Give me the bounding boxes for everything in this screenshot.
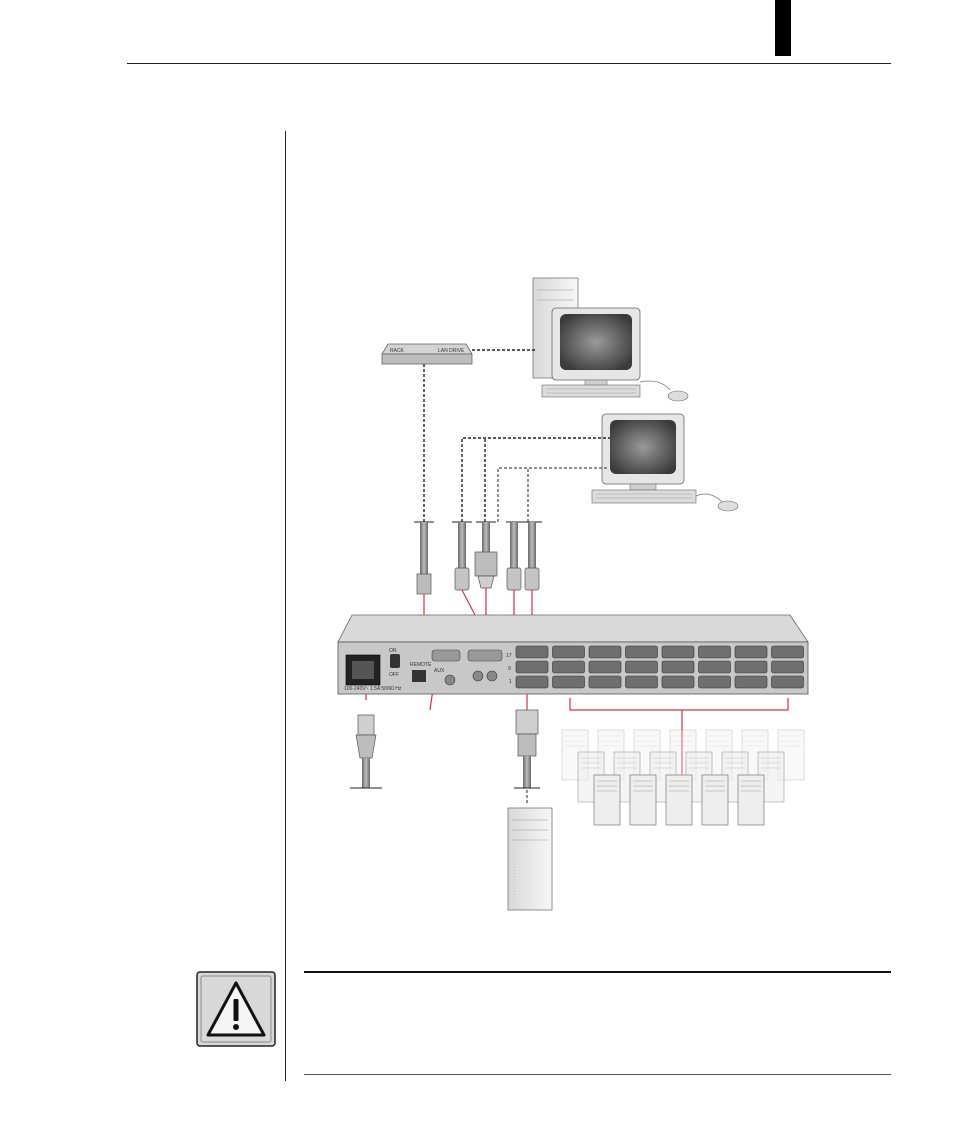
power-on-label: ON: [389, 648, 397, 654]
server-link-cable: [514, 710, 540, 805]
farm-server: [666, 775, 692, 825]
server-port: [626, 676, 658, 688]
server-port: [662, 676, 694, 688]
bank-label-17: 17: [506, 653, 512, 659]
farm-server: [594, 775, 620, 825]
note-rule-bottom: [304, 1074, 891, 1075]
server-port: [699, 676, 731, 688]
server-port: [516, 646, 548, 658]
kvm-connection-diagram: RACK LAN DRIVE: [330, 270, 830, 915]
server-port: [553, 676, 585, 688]
server-port: [662, 646, 694, 658]
kvm-switch-panel: 100-240V~ 1.5A 50/60 Hz ON OFF REMOTE AU…: [338, 615, 808, 694]
lan-device-brand: RACK: [390, 348, 405, 354]
bank-label-9: 9: [508, 666, 511, 672]
remote-label: REMOTE: [410, 662, 432, 668]
server-tower: [508, 808, 552, 910]
server-port: [626, 646, 658, 658]
farm-server: [702, 775, 728, 825]
server-port: [626, 661, 658, 673]
server-port: [735, 661, 767, 673]
caution-box: [196, 971, 276, 1047]
margin-rule: [285, 131, 286, 1081]
server-port: [772, 646, 804, 658]
remote-workstation: [533, 278, 688, 401]
bank-label-1: 1: [509, 679, 512, 685]
farm-server: [630, 775, 656, 825]
server-port: [772, 661, 804, 673]
server-port: [699, 646, 731, 658]
server-port: [589, 676, 621, 688]
server-port: [735, 676, 767, 688]
lan-device-model: LAN DRIVE: [438, 348, 465, 354]
lan-device: RACK LAN DRIVE: [382, 344, 472, 364]
server-port: [553, 646, 585, 658]
server-port: [516, 661, 548, 673]
aux-label: AUX: [434, 668, 445, 674]
server-port: [589, 646, 621, 658]
server-port: [662, 661, 694, 673]
farm-server: [738, 775, 764, 825]
chapter-tab: [775, 0, 791, 56]
server-port: [516, 676, 548, 688]
server-port: [735, 646, 767, 658]
server-port: [589, 661, 621, 673]
warning-triangle-icon: [196, 971, 276, 1047]
server-port: [772, 676, 804, 688]
header-rule: [127, 63, 891, 64]
local-console-workstation: [592, 414, 738, 511]
server-port: [553, 661, 585, 673]
console-cables: [417, 522, 539, 594]
power-spec: 100-240V~ 1.5A 50/60 Hz: [344, 686, 402, 692]
server-farm: [562, 730, 804, 825]
power-cord: [350, 715, 382, 788]
power-off-label: OFF: [389, 672, 399, 678]
server-port: [699, 661, 731, 673]
note-rule-top: [304, 971, 891, 973]
